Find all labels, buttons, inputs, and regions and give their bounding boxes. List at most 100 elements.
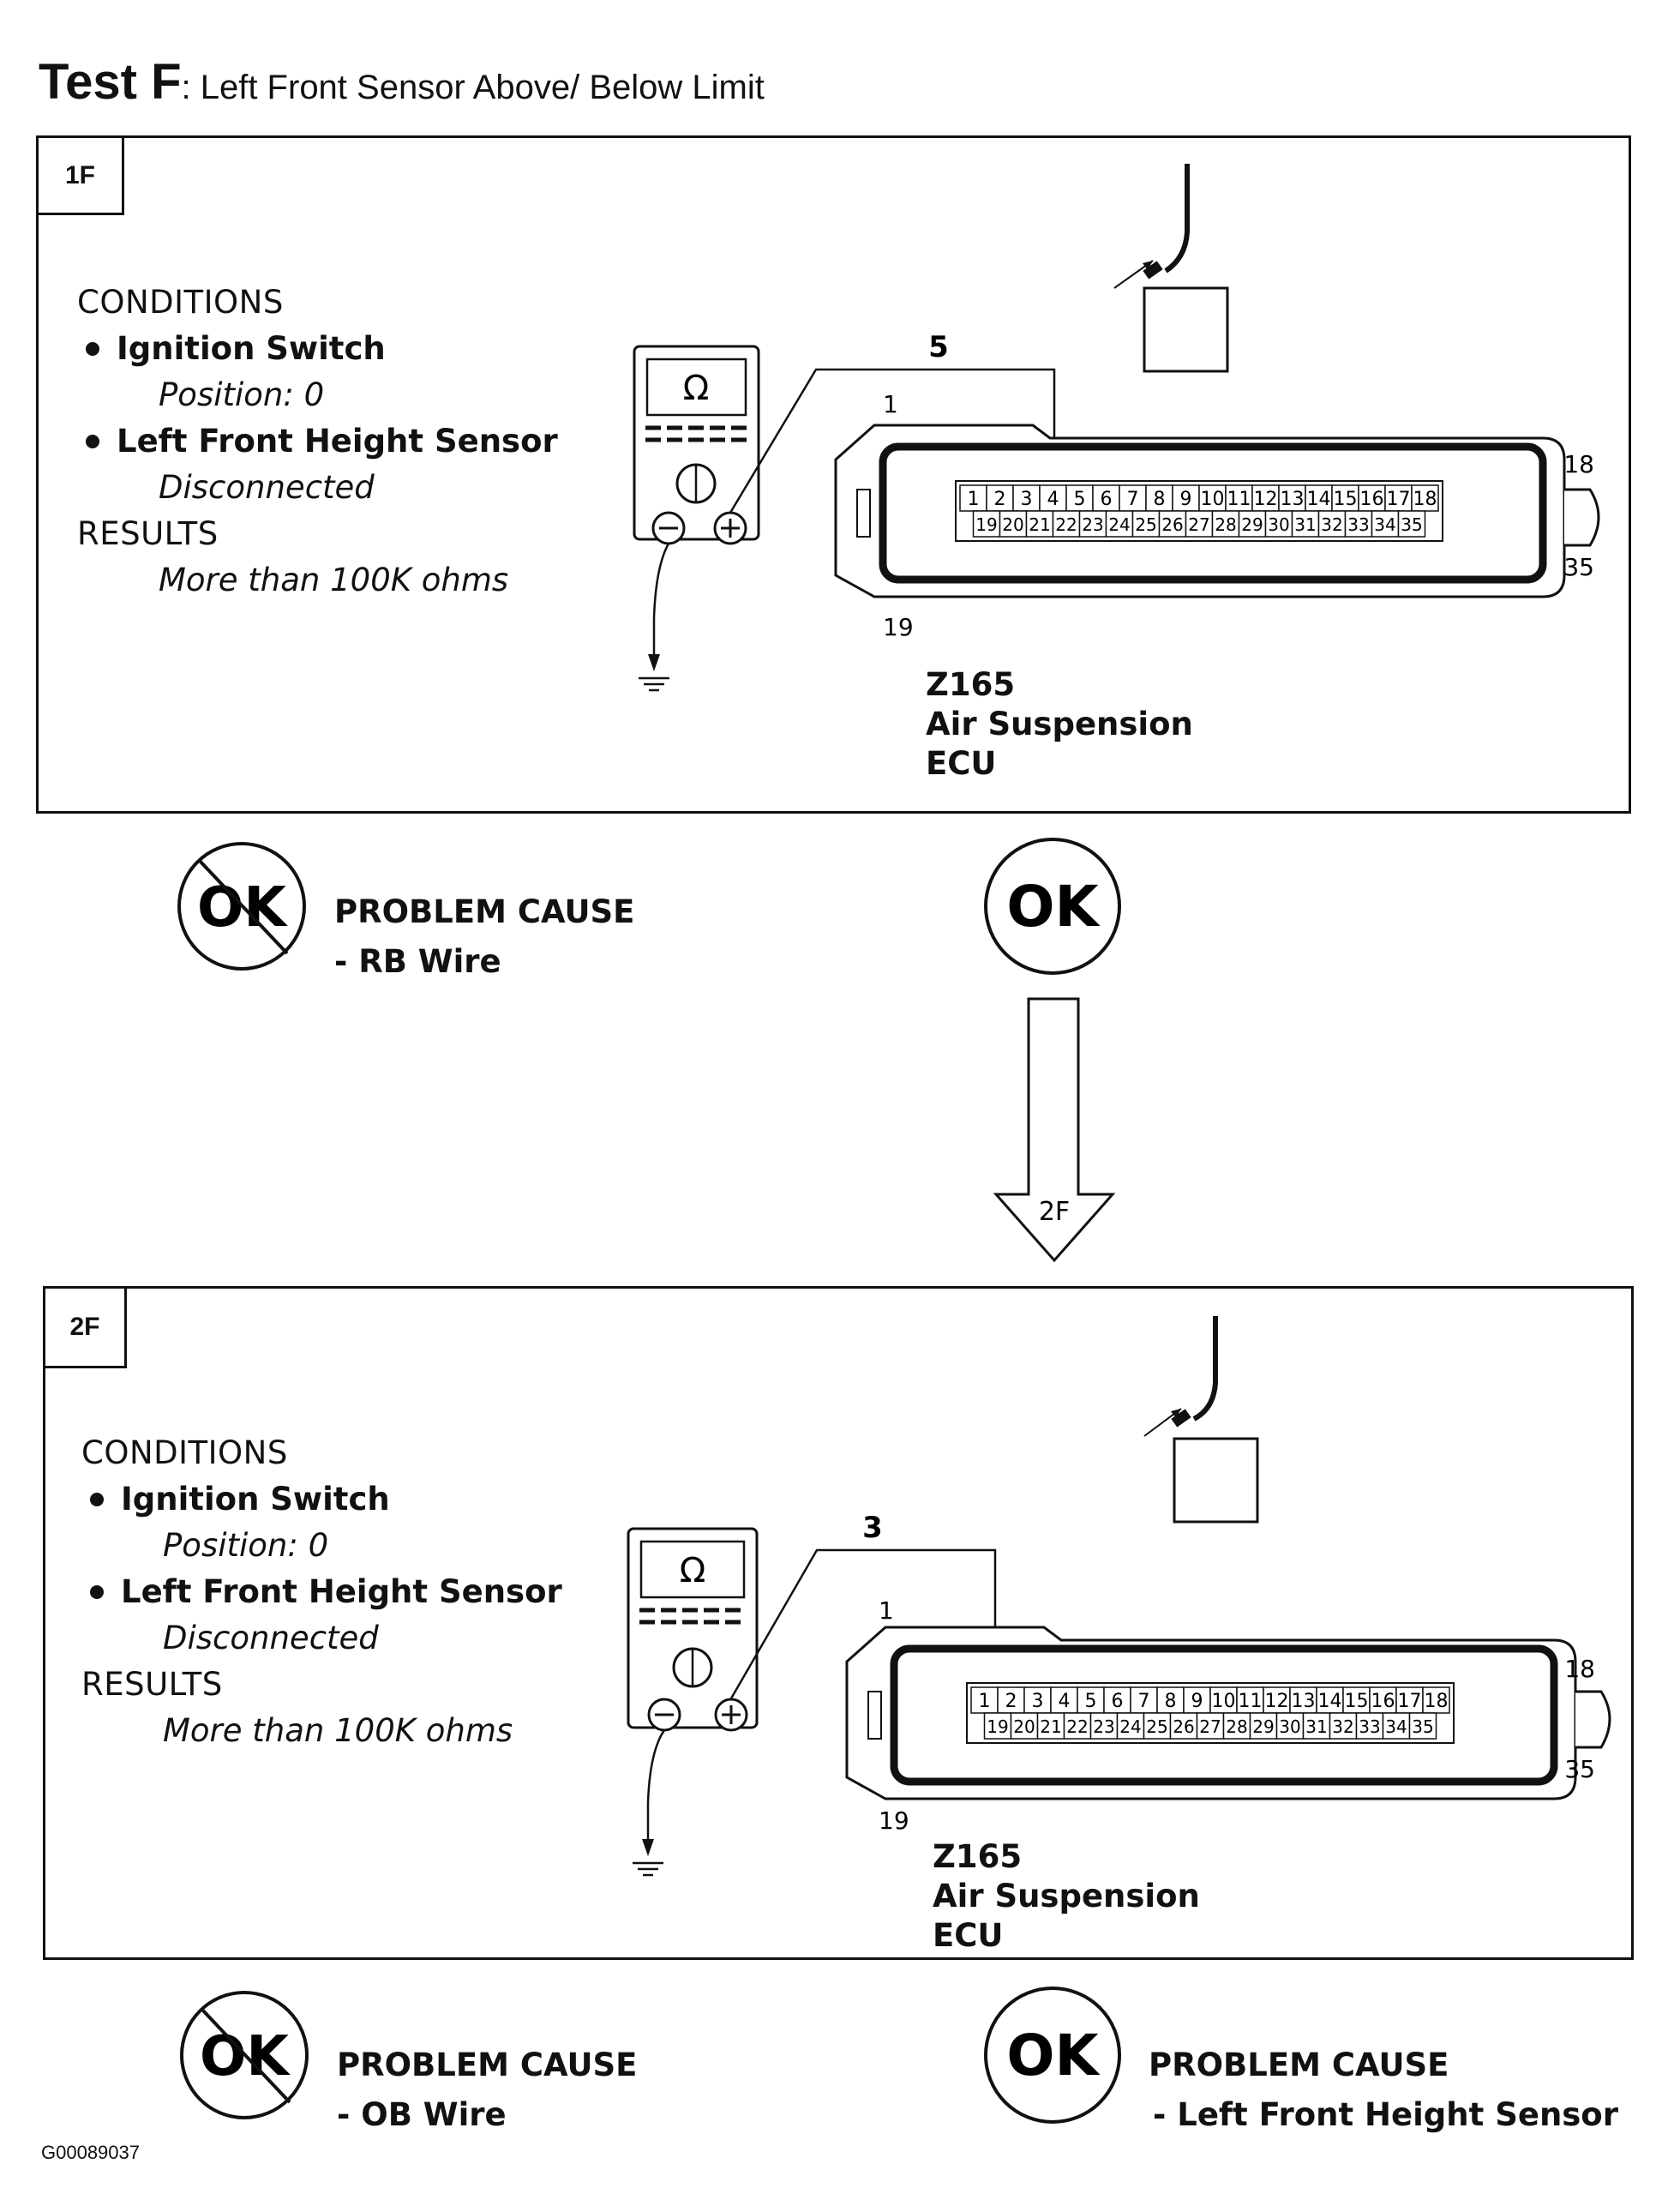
pin-number: 14	[1318, 1691, 1342, 1712]
meter-display	[645, 358, 747, 417]
pin-number: 35	[1412, 1716, 1433, 1737]
pin-cell	[1355, 1712, 1384, 1740]
problem-cause-label: PROBLEM CAUSE	[334, 893, 635, 930]
condition-item: Ignition Switch	[77, 326, 558, 372]
pin-number: 21	[1029, 514, 1050, 535]
ecu-name: Air Suspension	[926, 706, 1193, 742]
condition-item: Left Front Height Sensor	[81, 1569, 562, 1615]
pin-number: 31	[1305, 1716, 1327, 1737]
ok-text: OK	[1006, 2023, 1101, 2089]
pin-18-label: 18	[1564, 1655, 1595, 1683]
ecu-name: Air Suspension	[933, 1878, 1200, 1914]
conditions-heading: CONDITIONS	[81, 1434, 288, 1471]
pin-cell	[1036, 1712, 1065, 1740]
pin-number: 8	[1154, 489, 1166, 510]
problem-cause-3: PROBLEM CAUSE - Left Front Height Sensor	[1149, 2041, 1618, 2140]
test-panel-1f: 1F CONDITIONS Ignition Switch Position: …	[36, 135, 1631, 814]
pin-number: 2	[1005, 1691, 1017, 1712]
height-sensor-box	[1143, 286, 1229, 373]
pin-number: 18	[1425, 1691, 1449, 1712]
pin-number: 26	[1161, 514, 1183, 535]
pin-cell	[1331, 484, 1359, 512]
pin-cell	[1130, 1686, 1158, 1714]
pin-cell	[986, 484, 1014, 512]
pin-number: 10	[1212, 1691, 1236, 1712]
pin-19-label: 19	[879, 1806, 909, 1835]
connector-key	[856, 489, 871, 538]
pin-1-label: 1	[879, 1596, 894, 1625]
pin-cell	[1010, 1712, 1039, 1740]
pin-number: 8	[1165, 1691, 1177, 1712]
pin-number: 23	[1093, 1716, 1114, 1737]
meter-keys	[645, 425, 747, 442]
pin-number: 18	[1413, 489, 1437, 510]
pin-cell	[1222, 1712, 1251, 1740]
test-panel-2f: 2F CONDITIONS Ignition Switch Position: …	[43, 1286, 1634, 1960]
pin-cell	[1411, 484, 1439, 512]
outcome-area-1: OK OK 2F	[177, 838, 1121, 1263]
test-subtitle: : Left Front Sensor Above/ Below Limit	[181, 69, 765, 106]
pin-cell	[1156, 1686, 1185, 1714]
problem-cause-value: - RB Wire	[334, 943, 501, 980]
pin-cell	[1172, 484, 1200, 512]
conditions-block: CONDITIONS Ignition Switch Position: 0 L…	[77, 280, 558, 604]
pin-cell	[1105, 510, 1134, 538]
pin-number: 34	[1385, 1716, 1407, 1737]
problem-cause-label: PROBLEM CAUSE	[1149, 2047, 1449, 2083]
ok-text: OK	[1006, 874, 1101, 940]
pin-number: 5	[1085, 1691, 1097, 1712]
bullet-icon	[90, 1584, 104, 1599]
ground-lead	[646, 1729, 666, 1846]
pin-19-label: 19	[883, 613, 914, 641]
pin-number: 27	[1199, 1716, 1221, 1737]
pin-number: 15	[1345, 1691, 1369, 1712]
pin-number: 22	[1066, 1716, 1088, 1737]
pin-number: 15	[1334, 489, 1358, 510]
pin-number: 13	[1292, 1691, 1316, 1712]
pin-number: 2	[994, 489, 1006, 510]
ecu-label: Z165 Air Suspension ECU	[933, 1837, 1200, 1956]
ecu-code: Z165	[933, 1838, 1023, 1875]
pin-cell	[1225, 484, 1253, 512]
condition-item: Left Front Height Sensor	[77, 418, 558, 465]
pin-number: 26	[1173, 1716, 1194, 1737]
pin-number: 35	[1401, 514, 1422, 535]
sensor-plug	[1143, 261, 1163, 280]
condition-value: Position: 0	[159, 376, 325, 413]
pin-number: 5	[1074, 489, 1086, 510]
pointer-head	[1143, 261, 1153, 270]
problem-cause-value: - OB Wire	[337, 2096, 507, 2133]
pin-cell	[1408, 1712, 1437, 1740]
pin-number: 20	[1002, 514, 1023, 535]
panel-tag: 1F	[39, 138, 124, 215]
pin-cell	[1397, 510, 1426, 538]
results-heading: RESULTS	[77, 515, 219, 552]
problem-cause-1: PROBLEM CAUSE - RB Wire	[334, 887, 634, 987]
pin-number: 13	[1281, 489, 1305, 510]
connector-key	[867, 1691, 882, 1740]
pin-number: 6	[1112, 1691, 1124, 1712]
pin-cell	[999, 510, 1028, 538]
pin-number: 12	[1254, 489, 1278, 510]
connector-latch	[1575, 1690, 1611, 1749]
pin-cell	[1291, 510, 1320, 538]
pin-number: 9	[1180, 489, 1192, 510]
pin-cell	[1131, 510, 1161, 538]
pin-cell	[1395, 1686, 1424, 1714]
pin-number: 19	[975, 514, 997, 535]
pin-cell	[1264, 510, 1293, 538]
pin-number: 3	[1021, 489, 1033, 510]
pin-35-label: 35	[1564, 1755, 1595, 1783]
pin-number: 17	[1387, 489, 1411, 510]
condition-value: Disconnected	[159, 469, 375, 506]
page-title: Test F: Left Front Sensor Above/ Below L…	[39, 53, 765, 111]
pin-cell	[1065, 484, 1094, 512]
pin-cell	[1344, 510, 1373, 538]
pin-number: 25	[1146, 1716, 1167, 1737]
pin-number: 7	[1138, 1691, 1150, 1712]
pin-number: 27	[1188, 514, 1209, 535]
pin-number: 21	[1040, 1716, 1061, 1737]
